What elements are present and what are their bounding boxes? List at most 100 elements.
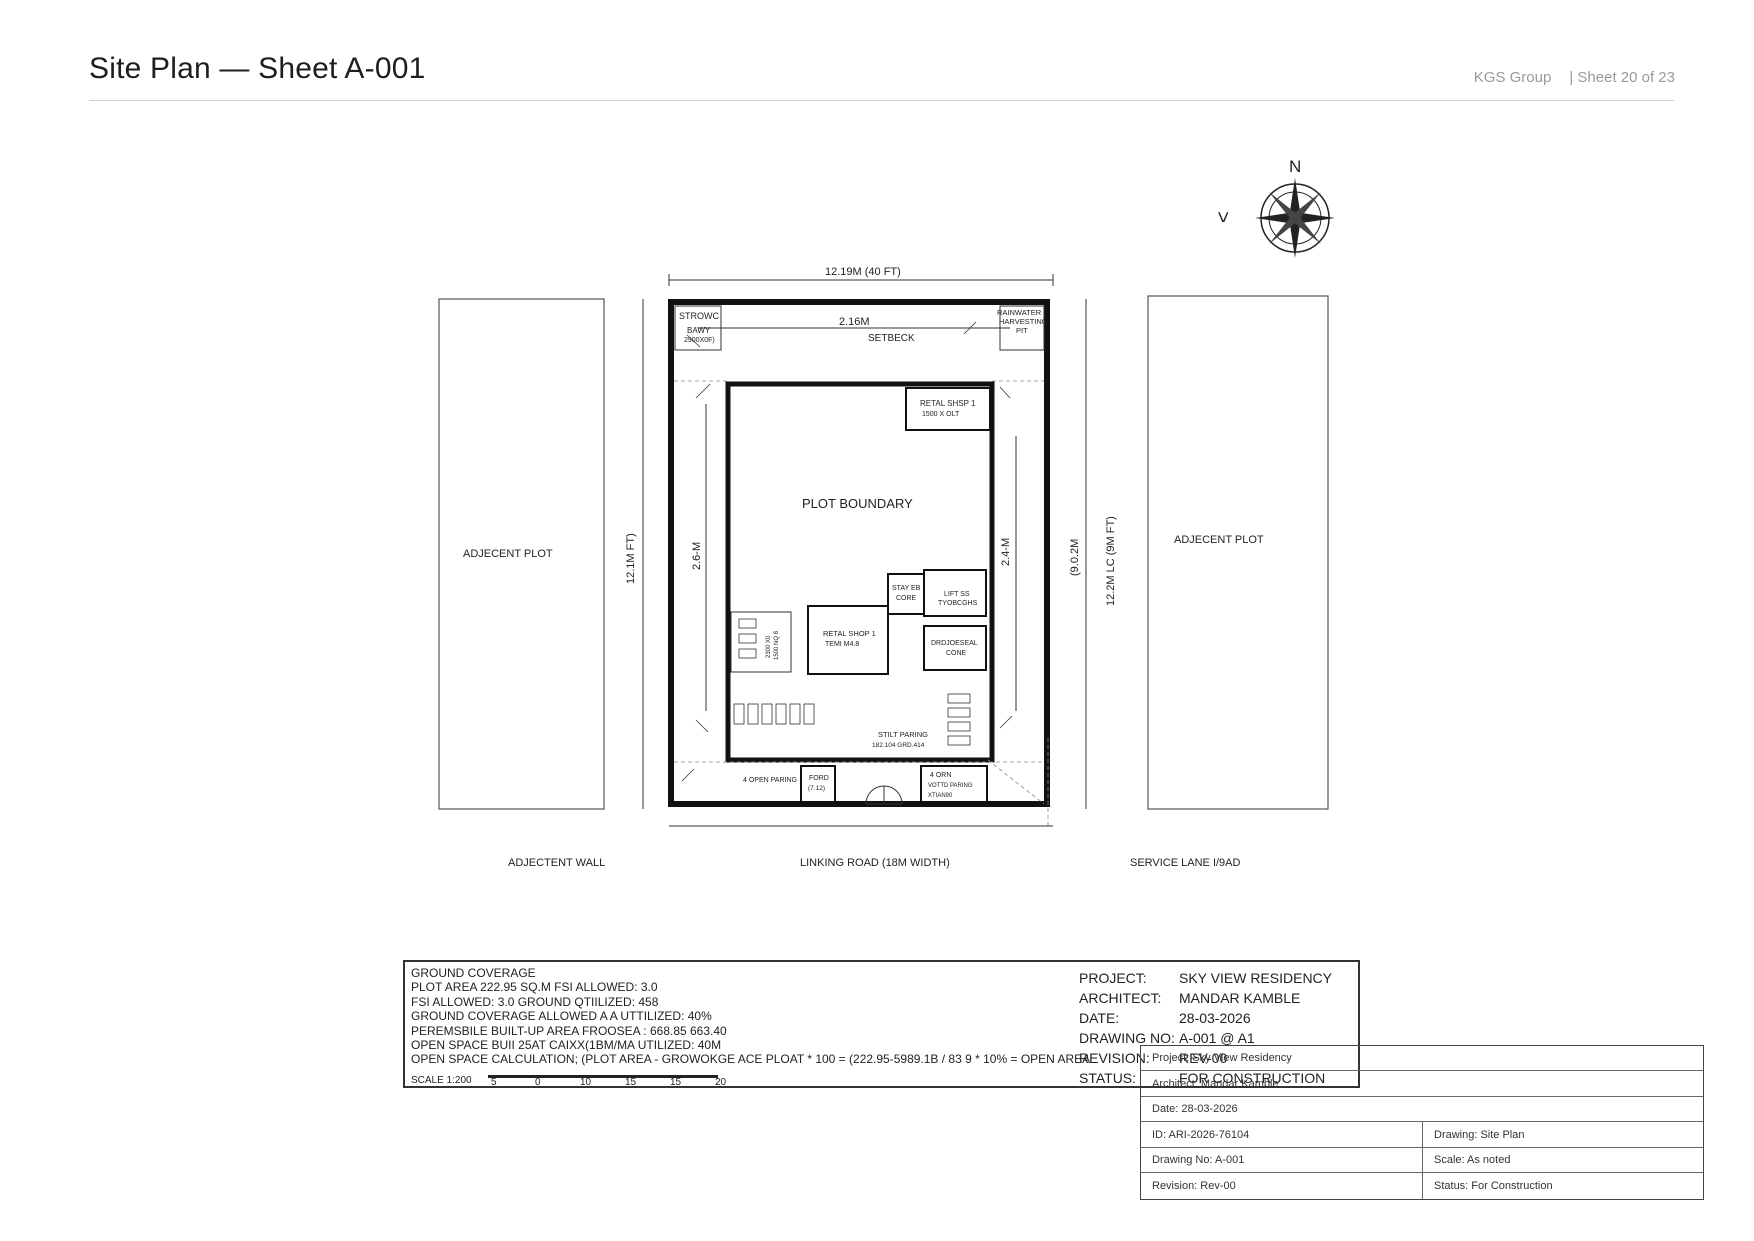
scale-tick: 10 [580,1077,592,1088]
calc-line: GROUND COVERAGE ALLOWED A A UTTILIZED: 4… [411,1009,712,1024]
adjacent-wall-label: ADJECTENT WALL [508,857,605,869]
scale-tick: 20 [715,1077,727,1088]
tb-drawing-no: Drawing No: A-001 [1141,1148,1423,1172]
guard-label-2: (7.12) [808,785,825,792]
architect-key: ARCHITECT: [1079,990,1162,1006]
architect-value: MANDAR KAMBLE [1179,990,1301,1006]
status-key: STATUS: [1079,1070,1137,1086]
rainwater-pit [999,305,1045,351]
top-dimension-label: 12.19M (40 FT) [825,266,901,278]
tb-status: Status: For Construction [1434,1180,1553,1192]
tb-row-revision: Revision: Rev-00 Status: For Constructio… [1141,1173,1703,1199]
adj-plot-right-label: ADJECENT PLOT [1174,534,1264,546]
inner-right-dim: 2.4-M [1000,538,1012,566]
tb-revision: Revision: Rev-00 [1141,1173,1423,1199]
guard-label-1: FORD [809,775,829,782]
adjacent-plot-left [438,298,605,810]
date-value: 28-03-2026 [1179,1010,1251,1026]
revision-key: REVISION: [1079,1050,1150,1066]
tb-row-id: ID: ARI-2026-76104 Drawing: Site Plan [1141,1122,1703,1148]
car-icon [738,618,757,629]
storage-label-3: 2900X0F) [684,337,715,344]
north-arrow-icon [1255,178,1335,258]
scale-tick: 5 [491,1077,497,1088]
lift-core [923,569,987,617]
stair-core-label-2: CORE [896,595,917,602]
rainwater-label-2: HARVESTING [999,317,1048,326]
storage-label-1: STROWC [679,311,719,321]
drawing-key: DRAWING NO: [1079,1030,1175,1046]
tb-date: Date: 28-03-2026 [1152,1103,1238,1115]
west-mark: < [1213,211,1235,223]
scale-tick: 15 [625,1077,637,1088]
lift-core-label-2: TYOBCGHS [938,600,978,607]
calc-line: PEREMSBILE BUILT-UP AREA FROOSEA : 668.8… [411,1023,727,1038]
calc-line: OPEN SPACE BUII 25AT CAIXX(1BM/MA UTILIZ… [411,1038,722,1053]
open-bottom-label-3: XTIAN90 [928,793,953,799]
page-title: Site Plan — Sheet A-001 [89,52,426,85]
plot-boundary-label: PLOT BOUNDARY [802,496,913,511]
site-plan-drawing: N < ADJECENT PLOT ADJECENT PLOT 12.19M (… [398,126,1358,1086]
building-outline [725,381,995,763]
corner-arrows [681,321,1013,782]
retail-mid-label-1: RETAL SHOP 1 [823,629,876,638]
revision-value: REV-00 [1179,1050,1228,1066]
project-row: PROJECT: SKY VIEW RESIDENCY [1079,968,1332,988]
calc-line: GROUND COVERAGE [411,966,536,980]
scale-tick: 15 [670,1077,682,1088]
scale-tick: 0 [535,1077,541,1088]
tb-id: ID: ARI-2026-76104 [1141,1122,1423,1147]
calc-line: OPEN SPACE CALCULATION; (PLOT AREA - GRO… [411,1052,1091,1067]
north-label: N [1289,157,1301,176]
lift-core-label-1: LIFT SS [944,591,970,598]
area-calculations: GROUND COVERAGE PLOT AREA 222.95 SQ.M FS… [411,966,1090,1067]
rainwater-label-1: RAINWATER [997,308,1042,317]
service-lane-label: SERVICE LANE I/9AD [1130,857,1241,869]
inner-left-dim: 2.6-M [691,542,703,570]
date-key: DATE: [1079,1010,1120,1026]
service-core [923,625,987,671]
revision-row: REVISION: REV-00 [1079,1048,1332,1068]
title-block: Project: Sky View Residency Architect: M… [1140,1045,1704,1200]
site-plan-svg: N < ADJECENT PLOT ADJECENT PLOT 12.19M (… [438,157,1335,869]
storage-room [674,305,722,351]
scale-label: SCALE 1:200 [411,1075,472,1086]
retail-shop-top [905,387,991,431]
sheet-number: | Sheet 20 of 23 [1569,69,1675,86]
project-info: PROJECT: SKY VIEW RESIDENCY ARCHITECT: MAN… [1079,968,1332,1088]
header-divider [89,100,1674,101]
side-parking-label-2: 1500 NQ 8 [774,630,780,660]
date-row: DATE: 28-03-2026 [1079,1008,1332,1028]
side-parking-label-1: 2300 X0 [766,635,772,658]
retail-top-label-1: RETAL SHSP 1 [920,399,976,408]
open-bottom-room [920,765,988,805]
car-icon [738,633,757,644]
retail-mid-label-2: TEMI M4.8 [825,641,859,648]
open-bottom-label-2: VOTTD PARING [928,783,973,789]
stair-core [887,573,925,615]
scale-bar [488,1075,718,1078]
guard-room [800,765,836,805]
side-parking [730,611,792,673]
stilt-parking-label-1: STILT PARING [878,730,928,739]
tb-row-date: Date: 28-03-2026 [1141,1097,1703,1122]
service-core-label-1: DRDJOESEAL [931,640,978,647]
setback-dimension: 2.16M [839,316,870,328]
drawing-value: A-001 @ A1 [1179,1030,1255,1046]
company-name: KGS Group [1473,69,1552,86]
tb-drawing: Drawing: Site Plan [1434,1128,1525,1141]
right-dimension-label-2: (9.0.2M [1069,539,1081,576]
plot-boundary-outer [668,299,1050,807]
adjacent-plot-right [1147,295,1329,810]
project-key: PROJECT: [1079,970,1147,986]
storage-label-2: BAWY [687,326,711,335]
legend-panel: GROUND COVERAGE PLOT AREA 222.95 SQ.M FS… [403,960,1360,1088]
setback-label: SETBECK [868,333,915,344]
project-value: SKY VIEW RESIDENCY [1179,970,1333,986]
stilt-parking-cars [733,693,971,746]
adj-plot-left-label: ADJECENT PLOT [463,548,553,560]
rainwater-label-3: PIT [1016,326,1028,335]
linking-road-label: LINKING ROAD (18M WIDTH) [800,857,950,869]
header-meta: KGS Group | Sheet 20 of 23 [1474,69,1675,86]
right-dimension-label: 12.2M LC (9M FT) [1105,516,1117,606]
